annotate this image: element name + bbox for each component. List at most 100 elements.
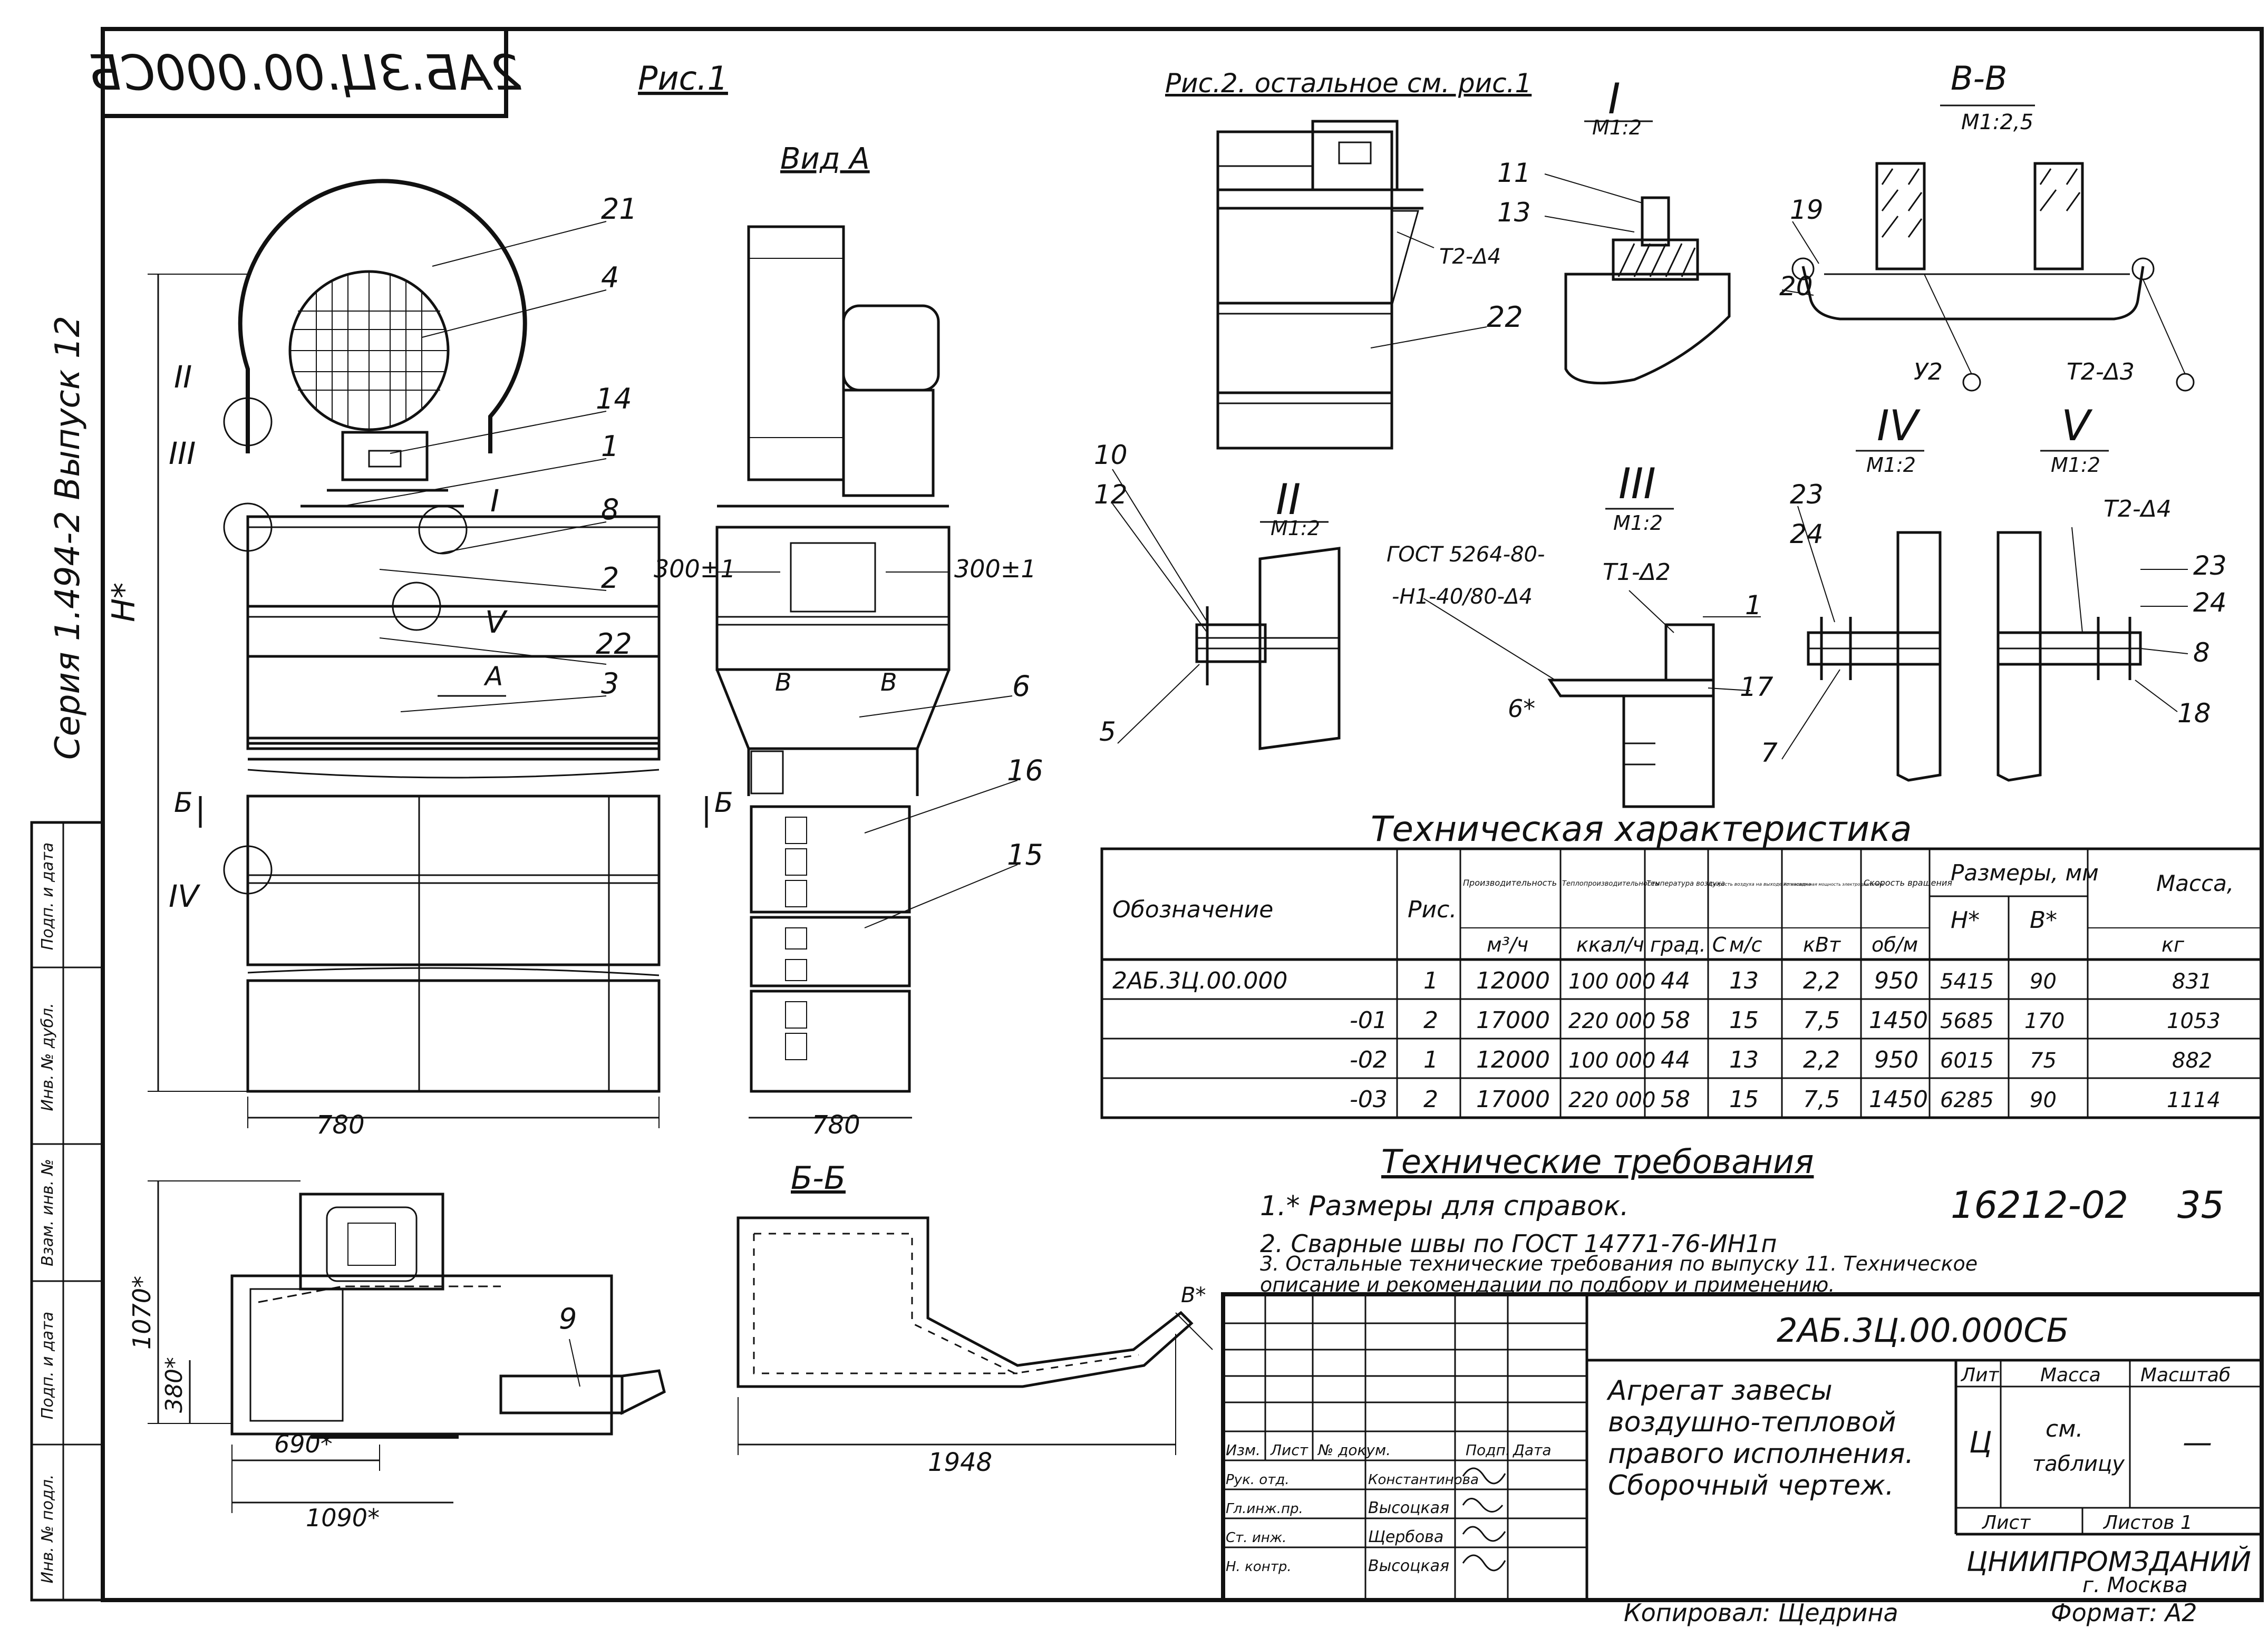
- weld-gost: ГОСТ 5264-80-: [1387, 542, 1545, 567]
- dim-1070: 1070*: [128, 1276, 156, 1350]
- table-row: -03 2 17000 220 000 58 15 7,5 1450 6285 …: [1350, 1086, 2221, 1113]
- table-cell: 1114: [2167, 1088, 2221, 1112]
- title-col-list: Лист: [1270, 1441, 1309, 1459]
- callout-1-detail: 1: [1745, 590, 1762, 621]
- table-cell: 13: [1729, 967, 1759, 994]
- table-cell: 831: [2172, 970, 2212, 994]
- weld-y2: У2: [1914, 358, 1943, 385]
- title-city: г. Москва: [2082, 1573, 2188, 1597]
- detail-V-scale: М1:2: [2051, 453, 2100, 477]
- weld-t2-d4-fig2: Т2-Δ4: [1439, 245, 1501, 269]
- callout-20: 20: [1779, 271, 1813, 302]
- detail-III-drawing: [1423, 508, 1761, 808]
- callout-24-v: 24: [2193, 587, 2227, 618]
- strip-label-vzam: Взам. инв. №: [38, 1159, 57, 1266]
- title-mass-value-2: таблицу: [2032, 1452, 2125, 1476]
- table-header-sizes: Размеры, мм: [1951, 860, 2099, 886]
- callout-6: 6: [1012, 670, 1030, 703]
- table-cell: 1450: [1869, 1086, 1928, 1113]
- weld-t2-d4-detail-v: Т2-Δ4: [2104, 496, 2172, 522]
- title-lit-header: Лит: [1960, 1364, 1999, 1386]
- requirements-item3a: 3. Остальные технические требования по в…: [1260, 1252, 1978, 1275]
- table-cell: 90: [2030, 1088, 2057, 1112]
- callout-2: 2: [601, 561, 619, 595]
- table-cell: 5685: [1940, 1009, 1994, 1033]
- title-col-ndoc: № докум.: [1317, 1441, 1391, 1459]
- table-cell: 170: [2024, 1009, 2065, 1033]
- detail-I-scale: М1:2: [1592, 116, 1642, 139]
- title-name-2: Высоцкая: [1368, 1499, 1449, 1517]
- section-vv-title: В-В: [1951, 59, 2007, 98]
- strip-label-podp-data-1: Подп. и дата: [38, 1312, 57, 1419]
- characteristics-table-grid: [1100, 847, 2263, 1119]
- section-bb-title: Б-Б: [791, 1160, 846, 1197]
- section-b-label-right: Б: [714, 787, 733, 819]
- detail-marker-I: I: [490, 483, 499, 519]
- title-name-3: Щербова: [1368, 1528, 1443, 1546]
- title-name-line4: Сборочный чертеж.: [1608, 1470, 1894, 1501]
- table-cell: 220 000: [1568, 1088, 1655, 1112]
- callout-3: 3: [601, 667, 619, 700]
- dim-300-left: 300±1: [654, 555, 736, 583]
- requirements-doc-sheet: 35: [2177, 1184, 2224, 1227]
- callout-10: 10: [1094, 440, 1128, 470]
- table-cell: 2,2: [1803, 1046, 1840, 1073]
- callout-5: 5: [1099, 716, 1116, 747]
- callout-23-v: 23: [2193, 550, 2227, 581]
- callout-19: 19: [1790, 195, 1824, 225]
- table-cell: 13: [1729, 1046, 1759, 1073]
- title-role-4: Н. контр.: [1226, 1559, 1292, 1575]
- table-cell: 12000: [1476, 967, 1550, 994]
- table-cell: 2АБ.3Ц.00.000: [1112, 967, 1287, 994]
- table-title: Техническая характеристика: [1371, 809, 1912, 849]
- section-v-label-left: В: [775, 668, 792, 696]
- weld-six: 6*: [1508, 694, 1535, 723]
- title-col-izm: Изм.: [1226, 1441, 1261, 1459]
- title-scale-header: Масштаб: [2140, 1364, 2231, 1386]
- dim-b-star: В*: [1181, 1283, 1206, 1307]
- dim-1090: 1090*: [306, 1504, 380, 1532]
- table-subheader-b: В*: [2030, 907, 2057, 934]
- left-approval-strip: Инв. № подл. Подп. и дата Взам. инв. № И…: [38, 842, 57, 1584]
- footer-format: Формат: А2: [2051, 1598, 2197, 1627]
- dim-690: 690*: [274, 1430, 333, 1458]
- table-cell: 2,2: [1803, 967, 1840, 994]
- table-row: -01 2 17000 220 000 58 15 7,5 1450 5685 …: [1350, 1007, 2221, 1034]
- table-row: -02 1 12000 100 000 44 13 2,2 950 6015 7…: [1350, 1046, 2212, 1073]
- callout-8-v: 8: [2193, 637, 2210, 668]
- dim-h-label: H*: [105, 583, 142, 622]
- callout-14: 14: [596, 382, 632, 415]
- table-cell: 90: [2030, 970, 2057, 994]
- strip-label-podp-data-2: Подп. и дата: [38, 842, 57, 950]
- detail-IV-drawing: [1781, 450, 1942, 782]
- title-sheet-label: Лист: [1981, 1512, 2031, 1534]
- detail-II-title: II: [1276, 475, 1301, 524]
- title-role-2: Гл.инж.пр.: [1226, 1501, 1303, 1517]
- table-cell: -02: [1350, 1046, 1388, 1073]
- table-cell: 44: [1661, 1046, 1690, 1073]
- callout-24: 24: [1790, 519, 1824, 549]
- strip-label-inv-podl: Инв. № подл.: [38, 1475, 57, 1584]
- section-a-label: А: [483, 661, 503, 692]
- dim-780-left: 780: [316, 1110, 365, 1140]
- table-cell: 7,5: [1803, 1086, 1840, 1113]
- table-cell: 7,5: [1803, 1007, 1840, 1034]
- table-header-heat: Теплопроизводительность: [1562, 880, 1659, 888]
- callout-13: 13: [1497, 197, 1531, 228]
- table-cell: 15: [1729, 1007, 1759, 1034]
- title-role-3: Ст. инж.: [1226, 1530, 1286, 1546]
- table-header-rotation: Скорость вращения: [1864, 878, 1952, 888]
- title-role-1: Рук. отд.: [1226, 1472, 1290, 1488]
- view-a-side: [715, 225, 1018, 1119]
- detail-III-title: III: [1618, 459, 1656, 508]
- detail-marker-III: III: [169, 435, 196, 471]
- table-header-designation: Обозначение: [1112, 896, 1273, 923]
- table-cell: 75: [2030, 1049, 2057, 1073]
- table-header-capacity: Производительность: [1463, 878, 1557, 888]
- detail-marker-II: II: [174, 359, 192, 395]
- requirements-title: Технические требования: [1381, 1142, 1814, 1181]
- title-lit-value: Ц: [1969, 1426, 1992, 1460]
- table-unit-mass: кг: [2162, 933, 2185, 956]
- table-header-mass: Масса,: [2156, 870, 2234, 896]
- table-header-temp: Температура воздуха: [1646, 880, 1725, 888]
